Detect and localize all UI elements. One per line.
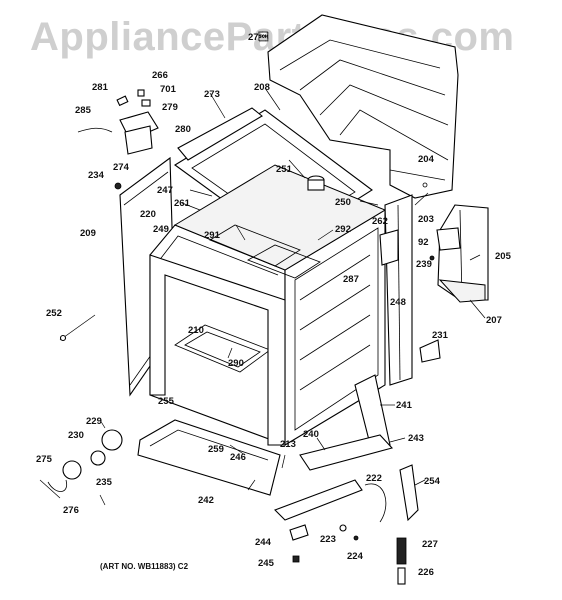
oven-sensor-parts bbox=[429, 227, 461, 261]
oven-front-frame bbox=[149, 254, 286, 446]
oven-frame-right bbox=[384, 194, 413, 386]
callout-252: 252 bbox=[46, 308, 62, 319]
callout-234: 234 bbox=[88, 170, 105, 181]
kick-rail bbox=[354, 374, 391, 453]
door-hinge-parts bbox=[364, 464, 419, 585]
callout-242: 242 bbox=[198, 495, 214, 506]
vent-cap bbox=[307, 175, 325, 191]
callout-208: 208 bbox=[254, 82, 270, 93]
callout-262: 262 bbox=[372, 216, 388, 227]
callout-247: 247 bbox=[157, 185, 173, 196]
callout-249: 249 bbox=[153, 224, 169, 235]
callout-230: 230 bbox=[68, 430, 84, 441]
callout-261: 261 bbox=[174, 198, 191, 209]
callout-291: 291 bbox=[204, 230, 221, 241]
callout-220: 220 bbox=[140, 209, 156, 220]
callout-273: 273 bbox=[204, 89, 220, 100]
callout-labels: 27 266 701 281 279 285 280 274 234 273 … bbox=[36, 31, 512, 578]
broil-element bbox=[209, 224, 321, 279]
callout-246: 246 bbox=[230, 452, 246, 463]
callout-240: 240 bbox=[303, 429, 319, 440]
callout-287: 287 bbox=[343, 274, 359, 285]
top-trim-rail bbox=[177, 107, 263, 161]
callout-275: 275 bbox=[36, 454, 53, 465]
callout-235: 235 bbox=[96, 477, 113, 488]
igniter-parts bbox=[39, 429, 123, 499]
callout-276: 276 bbox=[63, 505, 79, 516]
callout-251: 251 bbox=[276, 164, 293, 175]
callout-254: 254 bbox=[424, 476, 441, 487]
callout-244: 244 bbox=[255, 537, 272, 548]
callout-213: 213 bbox=[280, 439, 296, 450]
callout-239: 239 bbox=[416, 259, 432, 270]
callout-250: 250 bbox=[335, 197, 351, 208]
control-parts-cluster bbox=[77, 89, 159, 190]
callout-207: 207 bbox=[486, 315, 502, 326]
callout-209: 209 bbox=[80, 228, 96, 239]
callout-223: 223 bbox=[320, 534, 336, 545]
callout-285: 285 bbox=[75, 105, 92, 116]
callout-701: 701 bbox=[160, 84, 177, 95]
callout-226: 226 bbox=[418, 567, 434, 578]
callout-259: 259 bbox=[208, 444, 224, 455]
fastener-parts bbox=[289, 524, 359, 563]
callout-205: 205 bbox=[495, 251, 512, 262]
callout-229: 229 bbox=[86, 416, 102, 427]
callout-224: 224 bbox=[347, 551, 364, 562]
callout-243: 243 bbox=[408, 433, 424, 444]
rod-part bbox=[59, 314, 96, 342]
vent-bracket bbox=[379, 229, 399, 266]
back-panel bbox=[267, 14, 459, 199]
callout-241: 241 bbox=[396, 400, 413, 411]
callout-245: 245 bbox=[258, 558, 275, 569]
callout-231: 231 bbox=[432, 330, 449, 341]
callout-266: 266 bbox=[152, 70, 168, 81]
callout-92: 92 bbox=[418, 237, 429, 248]
callout-281: 281 bbox=[92, 82, 109, 93]
side-panel-right bbox=[437, 204, 489, 303]
callout-255: 255 bbox=[158, 396, 175, 407]
lower-rail bbox=[274, 434, 394, 521]
callout-274: 274 bbox=[113, 162, 130, 173]
callout-203: 203 bbox=[418, 214, 434, 225]
callout-210: 210 bbox=[188, 325, 204, 336]
callout-227: 227 bbox=[422, 539, 438, 550]
callout-290: 290 bbox=[228, 358, 244, 369]
callout-270: 27 bbox=[248, 31, 269, 43]
callout-292: 292 bbox=[335, 224, 351, 235]
callout-248: 248 bbox=[390, 297, 406, 308]
callout-280: 280 bbox=[175, 124, 191, 135]
callout-279: 279 bbox=[162, 102, 178, 113]
callout-204: 204 bbox=[418, 154, 435, 165]
bracket-part bbox=[419, 339, 441, 363]
callout-222: 222 bbox=[366, 473, 382, 484]
art-number: (ART NO. WB11883) C2 bbox=[100, 562, 189, 571]
callout-leaders bbox=[99, 87, 486, 506]
